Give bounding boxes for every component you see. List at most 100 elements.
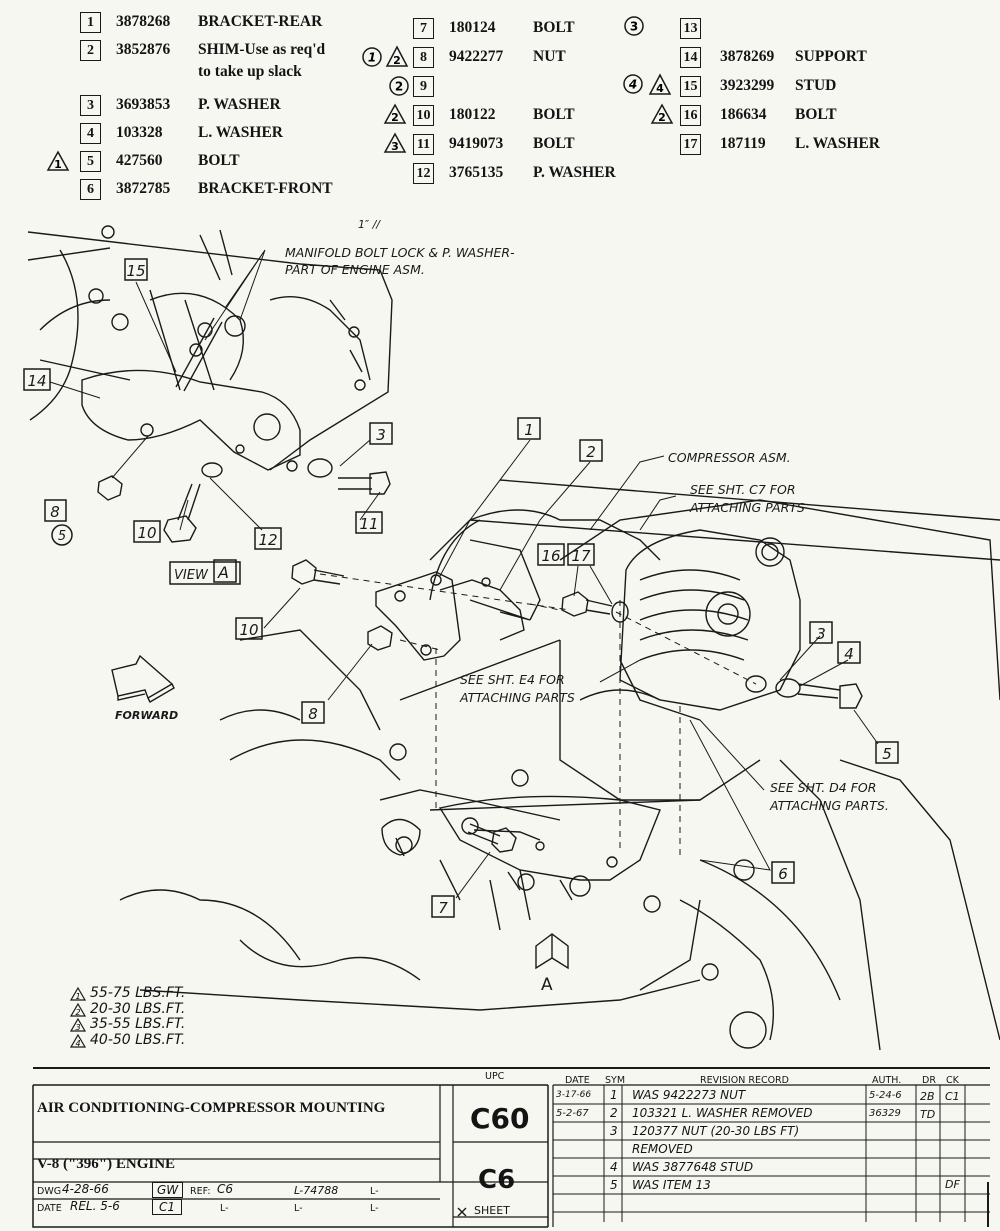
parts-row: 1 3878268 BRACKET-REAR: [80, 10, 380, 38]
rev-sym: 2: [610, 1106, 618, 1120]
ref-value: C6: [217, 1182, 234, 1196]
rev-auth: 5-24-6: [869, 1090, 902, 1101]
forward-arrow-icon: [111, 654, 175, 703]
rel-initials: C1: [152, 1199, 183, 1215]
dwg-initials: GW: [152, 1182, 184, 1198]
view-a-letter: A: [217, 563, 229, 582]
svg-text:8: 8: [50, 503, 60, 521]
part-number: 187119: [720, 135, 766, 152]
rev-sym: 4: [610, 1160, 618, 1174]
part-number: 3693853: [116, 96, 171, 113]
item-number: 3: [80, 95, 101, 116]
item-number: 9: [413, 76, 434, 97]
engine-outline: [119, 479, 1000, 1051]
rev-date: 5-2-67: [556, 1108, 589, 1119]
svg-text:17: 17: [571, 547, 591, 565]
svg-text:11: 11: [359, 515, 378, 533]
part-description: L. WASHER: [795, 135, 880, 152]
l-blank-4: L-: [370, 1203, 379, 1214]
item-number: 13: [680, 18, 701, 39]
main-leaders: [263, 439, 879, 899]
part-number: 186634: [720, 106, 767, 123]
rev-ck: DF: [945, 1178, 960, 1191]
rev-record: REMOVED: [632, 1142, 693, 1156]
item-number: 12: [413, 163, 434, 184]
parts-row: 7 180124 BOLT: [413, 16, 653, 44]
svg-text:6: 6: [778, 865, 788, 883]
svg-text:2: 2: [395, 80, 403, 94]
part-number: 180122: [449, 106, 496, 123]
parts-row: 17 187119 L. WASHER: [680, 132, 920, 160]
see-e4-line2: ATTACHING PARTS: [459, 690, 575, 705]
torque-triangle-icon: 2: [383, 103, 407, 124]
item-number: 11: [413, 134, 434, 155]
sheet-code: C6: [478, 1165, 516, 1195]
rev-record: 120377 NUT (20-30 LBS FT): [632, 1124, 800, 1138]
dwg-label: DWG: [37, 1186, 62, 1197]
front-bracket-6: [438, 795, 661, 881]
parts-row-continued: to take up slack: [198, 60, 398, 88]
item-number: 14: [680, 47, 701, 68]
callout-numbers: 15 14 8 5 10 12 3 11 1 2 16 17 3 4 10 8 …: [27, 262, 891, 917]
torque-value: 55-75 LBS.FT.: [90, 985, 186, 1001]
item-number: 17: [680, 134, 701, 155]
part-number: 3852876: [116, 41, 171, 58]
section-arrow-a-letter: A: [541, 975, 553, 995]
ref-label: REF:: [190, 1186, 211, 1197]
item-number: 6: [80, 179, 101, 200]
part-number: 180124: [449, 19, 496, 36]
rev-ck: C1: [945, 1090, 960, 1103]
dwg-date: 4-28-66: [62, 1182, 109, 1196]
part-description: BOLT: [533, 135, 575, 152]
rev-record: 103321 L. WASHER REMOVED: [632, 1106, 813, 1120]
part-description-line2: to take up slack: [198, 63, 302, 80]
view-a-fasteners: [97, 458, 391, 543]
svg-text:5: 5: [882, 745, 892, 763]
svg-text:16: 16: [541, 547, 560, 565]
see-c7-line2: ATTACHING PARTS: [689, 500, 805, 515]
item-number: 16: [680, 105, 701, 126]
part-number: 427560: [116, 152, 163, 169]
manifold-note-line2: PART OF ENGINE ASM.: [285, 262, 425, 277]
stud-15: [175, 317, 223, 392]
item-number: 2: [80, 40, 101, 61]
part-description: SHIM-Use as req'd: [198, 41, 326, 58]
engine-label: V-8 ("396") ENGINE: [37, 1156, 176, 1172]
torque-row: 3 35-55 LBS.FT.: [70, 1016, 185, 1033]
view-a-label: VIEW: [174, 568, 209, 583]
rev-date: 3-17-66: [556, 1090, 592, 1100]
svg-text:5: 5: [58, 529, 66, 544]
parts-row: 1 5 427560 BOLT: [46, 149, 380, 177]
callout-boxes: [23, 258, 899, 918]
svg-text:12: 12: [258, 531, 277, 549]
torque-triangle-icon: 3: [70, 1018, 86, 1032]
part-number: 9422277: [449, 48, 504, 65]
rev-dr: TD: [920, 1108, 936, 1121]
section-arrow-a-icon: [535, 933, 569, 970]
parts-row: 2 3852876 SHIM-Use as req'd: [80, 38, 380, 66]
svg-text:4: 4: [628, 78, 637, 92]
rev-sym: 1: [610, 1088, 618, 1102]
l-reference: L-74788: [294, 1184, 339, 1197]
view-a-leaders: [49, 249, 381, 531]
upc-code: C60: [470, 1102, 530, 1135]
see-e4-line1: SEE SHT. E4 FOR: [460, 672, 565, 687]
svg-text:10: 10: [239, 621, 258, 639]
parts-row: 1 2 8 9422277 NUT: [362, 45, 653, 73]
manifold-note-line1: MANIFOLD BOLT LOCK & P. WASHER-: [285, 245, 515, 260]
rev-record: WAS 9422273 NUT: [632, 1088, 746, 1102]
torque-triangle-icon: 1: [70, 987, 86, 1001]
svg-text:4: 4: [844, 645, 854, 663]
see-d4-line2: ATTACHING PARTS.: [769, 798, 889, 813]
parts-row: 4 4 15 3923299 STUD: [623, 73, 920, 102]
part-number: 3923299: [720, 77, 775, 94]
svg-text:2: 2: [393, 54, 401, 67]
rev-auth: 36329: [869, 1108, 901, 1119]
item-number: 7: [413, 18, 434, 39]
torque-legend: 1 55-75 LBS.FT. 2 20-30 LBS.FT. 3 35-55 …: [70, 985, 186, 1048]
compressor-assembly: [429, 509, 801, 721]
parts-row: 3 3693853 P. WASHER: [80, 93, 380, 121]
torque-triangle-icon: 3: [383, 132, 407, 153]
svg-text:1: 1: [524, 421, 534, 439]
svg-text:2: 2: [658, 111, 666, 124]
